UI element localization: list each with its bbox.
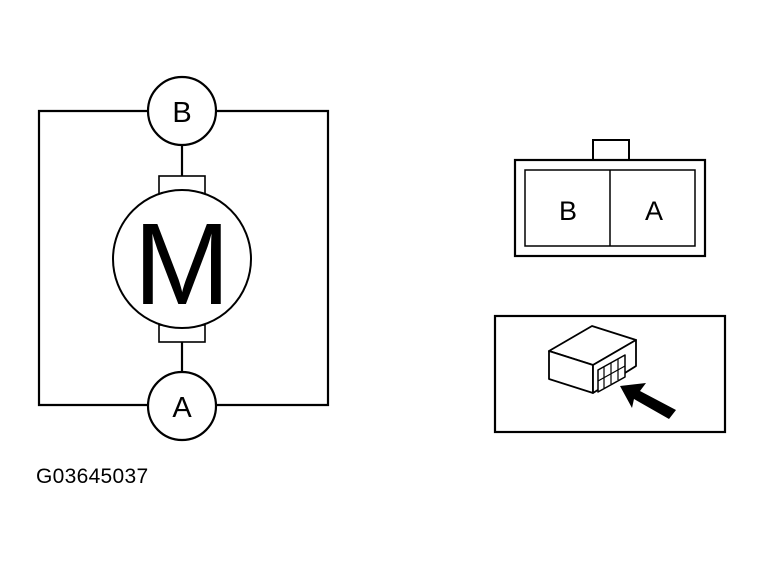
wire-top-left bbox=[37, 109, 148, 407]
locator-view bbox=[493, 314, 727, 434]
terminal-a-circle bbox=[146, 370, 218, 442]
motor-circle bbox=[112, 189, 252, 329]
arrow-pointing-to-connector-icon bbox=[620, 383, 676, 419]
terminal-a-label: A bbox=[172, 392, 192, 424]
terminal-b-label: B bbox=[172, 97, 191, 129]
connector-latch bbox=[592, 139, 630, 161]
connector-pin-b-label: B bbox=[559, 196, 577, 226]
terminal-b-circle bbox=[146, 75, 218, 147]
wire-top-right bbox=[216, 109, 330, 407]
connector-face bbox=[513, 139, 707, 258]
connector-pin-a-label: A bbox=[645, 196, 663, 226]
motor-label: M bbox=[134, 199, 231, 329]
module-with-connector-icon bbox=[548, 325, 637, 394]
figure-id: G03645037 bbox=[36, 465, 149, 488]
motor-schematic bbox=[37, 75, 330, 442]
